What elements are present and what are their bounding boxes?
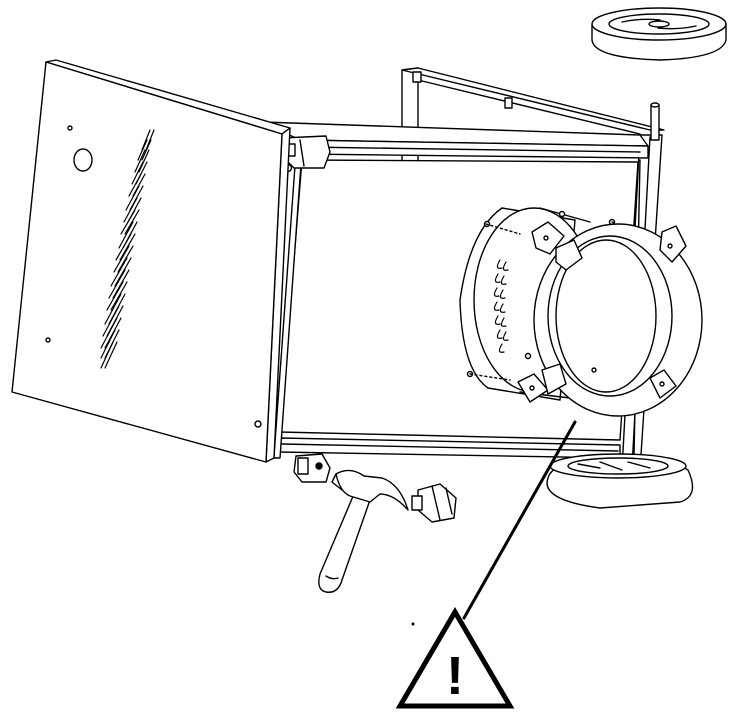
wheel-mounted-spokes	[577, 461, 651, 471]
shroud-ring	[517, 221, 703, 417]
wheel-mounted-hub	[567, 457, 669, 475]
ring-tab-hole	[529, 385, 535, 391]
ring-inner	[547, 235, 673, 397]
ring-tab	[541, 363, 567, 395]
frame-left-upright-edge	[273, 151, 297, 457]
wheel-mounted	[546, 453, 694, 509]
frame-top-rail	[401, 67, 665, 131]
ring-tab-hole	[659, 381, 665, 387]
axle-post	[650, 104, 660, 141]
clip-slot	[411, 495, 423, 511]
shroud-louvers	[493, 259, 509, 353]
side-panel	[11, 59, 291, 463]
frame-bottom-rail-edge	[281, 443, 619, 452]
hammer-handle	[318, 493, 371, 593]
axle-post-top	[650, 102, 660, 108]
panel-hole-large	[73, 148, 93, 172]
caster-foot-slot	[297, 457, 309, 475]
panel-louvers	[100, 129, 155, 369]
side-panel-face	[11, 61, 283, 463]
wheel-detached-hub	[648, 20, 670, 28]
ring-tab	[555, 239, 583, 271]
warning-symbol: !	[446, 646, 464, 706]
caster-foot	[293, 453, 331, 483]
ring-inner-depth	[555, 239, 657, 393]
frame-rail-edge	[304, 146, 641, 153]
panel-hole-small	[45, 337, 51, 343]
hammer-icon	[318, 469, 409, 593]
frame-slot	[504, 97, 513, 109]
caster-foot-hole	[315, 462, 323, 470]
corner-bracket-edge	[299, 139, 305, 167]
shroud-screw	[558, 210, 566, 218]
warning-leader-line	[462, 420, 577, 620]
ring-screw	[591, 367, 597, 373]
warning-callout: !	[395, 420, 577, 709]
wheel-detached	[591, 7, 727, 61]
clip-edge	[431, 485, 453, 521]
stray-mark	[411, 622, 415, 626]
ring-tab-hole	[667, 243, 673, 249]
shroud-screw	[524, 352, 532, 360]
hammer-face	[331, 473, 343, 491]
wheel-detached-hub-ring	[608, 13, 710, 35]
warning-triangle-icon: !	[395, 607, 515, 709]
hammer-head	[335, 469, 409, 511]
frame-slot	[412, 71, 422, 83]
frame-top-rail-edge	[417, 79, 641, 135]
panel-hole-small	[67, 125, 73, 131]
panel-bolt	[254, 420, 262, 428]
ring-tab	[659, 225, 687, 263]
clip	[411, 483, 457, 523]
wheel-detached-spokes	[621, 18, 697, 30]
hammer-grip	[325, 575, 339, 580]
ring-tab-hole	[543, 235, 549, 241]
